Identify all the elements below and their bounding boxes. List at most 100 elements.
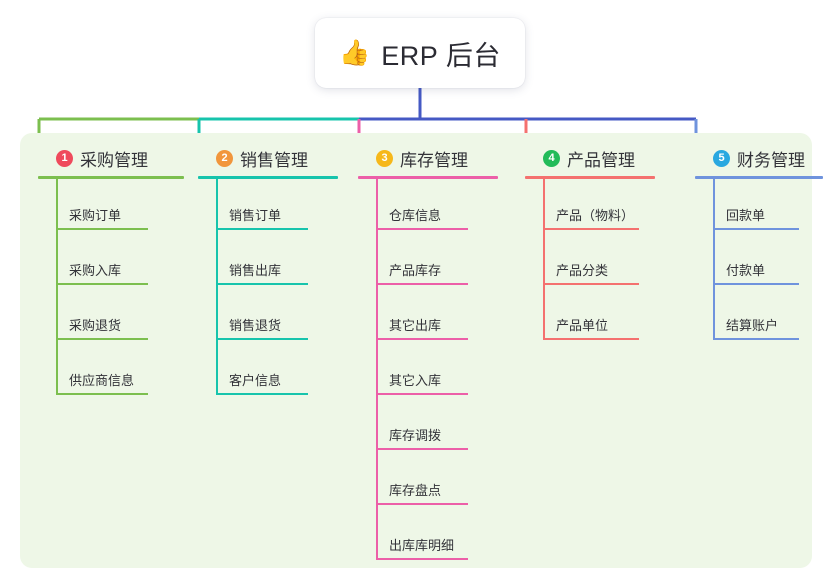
branch-item-list: 销售订单销售出库销售退货客户信息 <box>198 179 338 399</box>
branch-item-rule <box>376 283 468 285</box>
branch-item-rule <box>56 338 148 340</box>
branch-number-badge: 4 <box>543 149 560 167</box>
branch-item-rule <box>543 228 639 230</box>
branch-item[interactable]: 产品分类 <box>525 234 655 289</box>
branch-item-label: 销售出库 <box>229 263 282 278</box>
branch-item-rule <box>376 338 468 340</box>
branch-item-rule <box>376 503 468 505</box>
branch-item[interactable]: 销售订单 <box>198 179 338 234</box>
branch-number-badge: 5 <box>713 149 730 167</box>
branch-item[interactable]: 产品库存 <box>358 234 498 289</box>
branch-item[interactable]: 客户信息 <box>198 344 338 399</box>
branch-item-label: 销售订单 <box>229 208 282 223</box>
branch-item[interactable]: 仓库信息 <box>358 179 498 234</box>
branch-number-badge: 2 <box>216 149 233 167</box>
branch-item-label: 销售退货 <box>229 318 282 333</box>
branch-item-label: 采购订单 <box>69 208 122 223</box>
branch-heading-rule <box>358 176 498 179</box>
branch-item-rule <box>216 283 308 285</box>
branch-item-label: 库存调拨 <box>389 428 442 443</box>
branch-item-label: 产品库存 <box>389 263 442 278</box>
branch-item[interactable]: 回款单 <box>695 179 823 234</box>
branch-heading-销售管理[interactable]: 2 销售管理 <box>198 145 338 171</box>
branch-item-label: 仓库信息 <box>389 208 442 223</box>
branch-item-label: 出库库明细 <box>389 538 455 553</box>
branch-item[interactable]: 其它入库 <box>358 344 498 399</box>
branch-item-label: 结算账户 <box>726 318 779 333</box>
branch-item-label: 产品单位 <box>556 318 609 333</box>
branch-item[interactable]: 产品（物料） <box>525 179 655 234</box>
branch-item[interactable]: 采购退货 <box>38 289 184 344</box>
branch-item-rule <box>713 283 799 285</box>
branch-item[interactable]: 出库库明细 <box>358 509 498 564</box>
branch-item-label: 采购入库 <box>69 263 122 278</box>
branch-item[interactable]: 采购入库 <box>38 234 184 289</box>
branch-item[interactable]: 销售退货 <box>198 289 338 344</box>
branch-title: 产品管理 <box>567 150 635 170</box>
branch-item[interactable]: 供应商信息 <box>38 344 184 399</box>
branch-item-label: 回款单 <box>726 208 766 223</box>
branch-item[interactable]: 库存盘点 <box>358 454 498 509</box>
branch-item-list: 产品（物料） 产品分类产品单位 <box>525 179 655 344</box>
branch-item-label: 其它出库 <box>389 318 442 333</box>
branch-number-badge: 3 <box>376 149 393 167</box>
branch-column-产品管理: 4 产品管理产品（物料） 产品分类产品单位 <box>525 145 655 344</box>
branch-item-list: 回款单付款单结算账户 <box>695 179 823 344</box>
branch-item-rule <box>216 393 308 395</box>
branch-item-label: 其它入库 <box>389 373 442 388</box>
branch-heading-产品管理[interactable]: 4 产品管理 <box>525 145 655 171</box>
branch-column-库存管理: 3 库存管理仓库信息产品库存其它出库其它入库库存调拨库存盘点出库库明细 <box>358 145 498 564</box>
branch-item-label: 付款单 <box>726 263 766 278</box>
branch-item-label: 产品（物料） <box>556 208 635 223</box>
branch-item[interactable]: 其它出库 <box>358 289 498 344</box>
branch-item[interactable]: 采购订单 <box>38 179 184 234</box>
branch-item-rule <box>376 393 468 395</box>
branch-heading-rule <box>38 176 184 179</box>
branch-heading-rule <box>525 176 655 179</box>
branch-item[interactable]: 产品单位 <box>525 289 655 344</box>
branch-item-list: 仓库信息产品库存其它出库其它入库库存调拨库存盘点出库库明细 <box>358 179 498 564</box>
branch-item-rule <box>543 283 639 285</box>
branch-heading-库存管理[interactable]: 3 库存管理 <box>358 145 498 171</box>
branch-heading-rule <box>198 176 338 179</box>
branch-item-rule <box>376 228 468 230</box>
branch-title: 库存管理 <box>400 150 468 170</box>
branch-column-销售管理: 2 销售管理销售订单销售出库销售退货客户信息 <box>198 145 338 399</box>
branch-spine <box>713 179 715 340</box>
branch-item-rule <box>56 228 148 230</box>
branch-title: 销售管理 <box>240 150 308 170</box>
branch-item-rule <box>216 228 308 230</box>
branch-column-财务管理: 5 财务管理回款单付款单结算账户 <box>695 145 823 344</box>
branch-item-label: 产品分类 <box>556 263 609 278</box>
branch-item-list: 采购订单采购入库采购退货供应商信息 <box>38 179 184 399</box>
branch-item[interactable]: 库存调拨 <box>358 399 498 454</box>
branch-heading-财务管理[interactable]: 5 财务管理 <box>695 145 823 171</box>
branch-item-label: 客户信息 <box>229 373 282 388</box>
root-node-content: 👍 ERP 后台 <box>339 34 501 73</box>
branch-item-rule <box>713 338 799 340</box>
branch-item-rule <box>376 448 468 450</box>
branch-title: 财务管理 <box>737 150 805 170</box>
branch-item-rule <box>376 558 468 560</box>
branch-item[interactable]: 结算账户 <box>695 289 823 344</box>
branch-item[interactable]: 销售出库 <box>198 234 338 289</box>
root-node-label: ERP 后台 <box>381 40 501 71</box>
branch-item[interactable]: 付款单 <box>695 234 823 289</box>
branch-number-badge: 1 <box>56 149 73 167</box>
branch-spine <box>376 179 378 560</box>
branch-spine <box>543 179 545 340</box>
branch-spine <box>216 179 218 395</box>
branch-spine <box>56 179 58 395</box>
branch-item-rule <box>713 228 799 230</box>
branch-heading-rule <box>695 176 823 179</box>
branch-item-rule <box>56 393 148 395</box>
thumbs-up-icon: 👍 <box>339 38 371 67</box>
branch-item-rule <box>56 283 148 285</box>
branch-item-label: 库存盘点 <box>389 483 442 498</box>
branch-item-rule <box>216 338 308 340</box>
root-node[interactable]: 👍 ERP 后台 <box>315 18 525 88</box>
